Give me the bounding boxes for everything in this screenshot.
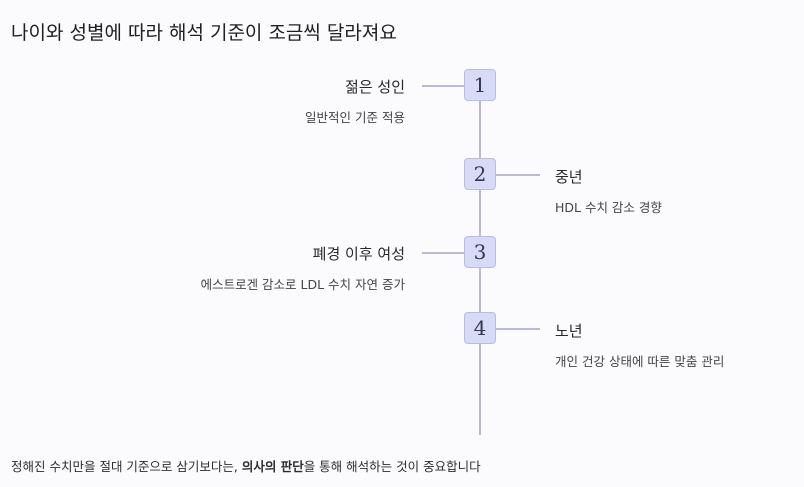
stage-3-node: 3 [464,236,496,268]
footer-text-before: 정해진 수치만을 절대 기준으로 삼기보다는, [11,459,242,474]
page-title: 나이와 성별에 따라 해석 기준이 조금씩 달라져요 [11,22,397,44]
stage-3-heading: 폐경 이후 여성 [312,245,405,263]
footer-note: 정해진 수치만을 절대 기준으로 삼기보다는, 의사의 판단을 통해 해석하는 … [11,456,481,475]
connector-stage-1 [422,85,464,87]
connector-stage-3 [422,252,464,254]
stage-2-node: 2 [464,158,496,190]
stage-1-heading: 젊은 성인 [345,78,405,96]
footer-text-after: 을 통해 해석하는 것이 중요합니다 [303,459,481,474]
stage-4-heading: 노년 [555,322,583,340]
stage-2-heading: 중년 [555,168,583,186]
connector-stage-2 [496,174,540,176]
stage-4-description: 개인 건강 상태에 따른 맞춤 관리 [555,354,725,369]
footer-emphasis: 의사의 판단 [241,459,304,474]
connector-stage-4 [496,328,540,330]
stage-1-node: 1 [464,69,496,101]
stage-1-description: 일반적인 기준 적용 [305,110,405,125]
stage-3-description: 에스트로겐 감소로 LDL 수치 자연 증가 [200,277,405,292]
stage-4-node: 4 [464,312,496,344]
stage-2-description: HDL 수치 감소 경향 [555,200,662,215]
